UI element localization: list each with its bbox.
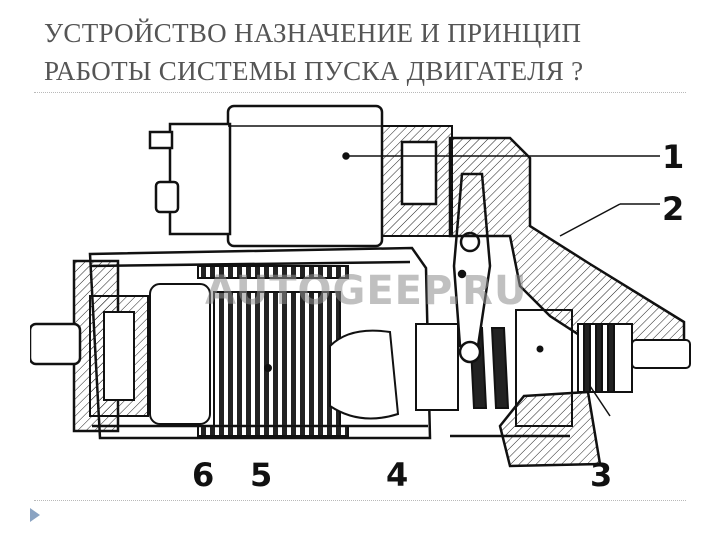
bullet-arrow-icon — [30, 508, 40, 522]
callout-4: 4 — [386, 456, 408, 494]
callout-3: 3 — [590, 456, 612, 494]
callout-5: 5 — [250, 456, 272, 494]
slide-title-line-2: РАБОТЫ СИСТЕМЫ ПУСКА ДВИГАТЕЛЯ ? — [44, 56, 584, 86]
watermark: AUTOGEEP.RU — [205, 268, 527, 314]
armature — [149, 265, 349, 437]
callout-2: 2 — [662, 190, 684, 228]
bottom-divider — [34, 500, 686, 501]
top-divider — [34, 92, 686, 93]
solenoid-relay — [148, 104, 453, 248]
slide-title: УСТРОЙСТВО НАЗНАЧЕНИЕ И ПРИНЦИП РАБОТЫ С… — [44, 14, 684, 90]
starter-motor-diagram: AUTOGEEP.RU 1 2 3 4 5 6 — [30, 104, 691, 494]
slide-title-line-1: УСТРОЙСТВО НАЗНАЧЕНИЕ И ПРИНЦИП — [44, 18, 582, 48]
pinion-gear — [577, 323, 691, 393]
callout-1: 1 — [662, 138, 684, 176]
callout-leaders — [348, 155, 660, 417]
front-bracket — [448, 136, 686, 468]
brush-holder — [89, 295, 149, 417]
callout-6: 6 — [192, 456, 214, 494]
